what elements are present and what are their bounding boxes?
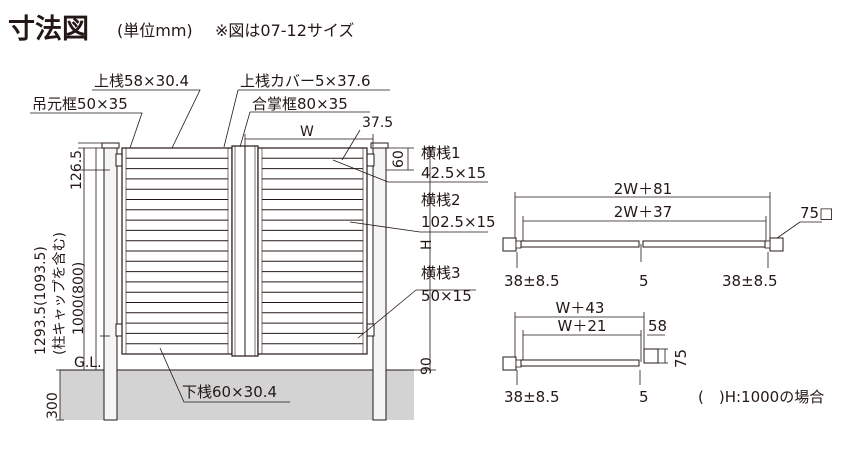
right-post-cap bbox=[370, 142, 389, 149]
plan-single-dim-75: 75 bbox=[672, 349, 690, 368]
plan-double-post-left bbox=[502, 237, 517, 252]
plan-single-inner: W＋21 bbox=[558, 317, 607, 335]
plan-double: 2W＋81 2W＋37 75□ 38±8.5 5 38±8.5 bbox=[502, 180, 833, 290]
dim-300: 300 bbox=[45, 392, 61, 419]
plan-single: W＋43 W＋21 58 75 38±8.5 5 bbox=[502, 299, 690, 406]
ground-band bbox=[60, 370, 414, 420]
plan-double-left-offset: 38±8.5 bbox=[504, 272, 560, 290]
plan-single-left-offset: 38±8.5 bbox=[504, 388, 560, 406]
dim-37-5: 37.5 bbox=[362, 115, 393, 131]
width-label: W bbox=[300, 124, 314, 140]
plan-single-leaf bbox=[520, 359, 640, 367]
rail3-size: 50×15 bbox=[421, 287, 472, 305]
post-height: 1000(800) bbox=[71, 262, 87, 335]
top-rail-cover-label: 上桟カバー5×37.6 bbox=[240, 72, 371, 90]
plan-double-hinge-right bbox=[764, 240, 771, 249]
leader-lines bbox=[30, 89, 488, 403]
bottom-rail-label: 下桟60×30.4 bbox=[182, 383, 277, 401]
total-height-note: (柱キャップを含む) bbox=[52, 232, 68, 355]
rail2-name: 横桟2 bbox=[421, 191, 461, 209]
unit-label: (単位mm) bbox=[117, 21, 193, 40]
hinge-frame-label: 吊元框50×35 bbox=[32, 95, 128, 113]
plan-single-overall: W＋43 bbox=[556, 299, 605, 317]
dim-126-5: 126.5 bbox=[69, 150, 85, 190]
left-leaf-slats bbox=[126, 157, 228, 345]
plan-double-inner: 2W＋37 bbox=[614, 203, 672, 221]
rail3-name: 横桟3 bbox=[421, 264, 461, 282]
plan-single-dim-58: 58 bbox=[648, 317, 667, 335]
size-note: ※図は07-12サイズ bbox=[215, 21, 354, 40]
left-post bbox=[103, 146, 118, 421]
plan-double-post-size: 75□ bbox=[800, 204, 833, 222]
dim-h bbox=[386, 147, 436, 371]
plan-single-hinge bbox=[515, 359, 522, 368]
footnote: ( )H:1000の場合 bbox=[698, 388, 824, 406]
h-label: H bbox=[419, 239, 435, 250]
dim-90: 90 bbox=[419, 357, 435, 375]
total-height: 1293.5(1093.5) bbox=[33, 246, 49, 355]
gl-label: G.L. bbox=[74, 355, 102, 371]
dim-60: 60 bbox=[391, 150, 407, 168]
plan-single-end-gap: 5 bbox=[639, 388, 649, 406]
plan-double-right-offset: 38±8.5 bbox=[722, 272, 778, 290]
rail2-size: 102.5×15 bbox=[421, 213, 496, 231]
right-post bbox=[372, 146, 387, 421]
plan-single-stop-post bbox=[643, 348, 659, 364]
top-rail-label: 上桟58×30.4 bbox=[94, 72, 189, 90]
meeting-frame-label: 合掌框80×35 bbox=[252, 95, 348, 113]
plan-single-dims bbox=[514, 312, 668, 385]
plan-double-post-right bbox=[769, 237, 784, 252]
plan-single-post bbox=[502, 356, 517, 371]
left-post-cap bbox=[101, 142, 120, 149]
front-view: W 37.5 60 H 90 126.5 1000 bbox=[30, 72, 496, 421]
rail1-name: 横桟1 bbox=[421, 144, 461, 162]
dim-w bbox=[244, 134, 374, 147]
dim-left bbox=[56, 142, 110, 421]
plan-double-overall: 2W＋81 bbox=[614, 180, 672, 198]
plan-double-dims bbox=[514, 192, 822, 268]
plan-double-hinge-left bbox=[515, 240, 522, 249]
right-leaf-slats bbox=[262, 157, 363, 345]
plan-double-leaf-left bbox=[520, 240, 640, 248]
rail1-size: 42.5×15 bbox=[421, 164, 486, 182]
plan-double-leaf-right bbox=[642, 240, 766, 248]
header: 寸法図 (単位mm) ※図は07-12サイズ bbox=[8, 14, 354, 45]
plan-double-center-gap: 5 bbox=[639, 272, 649, 290]
page-title: 寸法図 bbox=[8, 14, 89, 45]
